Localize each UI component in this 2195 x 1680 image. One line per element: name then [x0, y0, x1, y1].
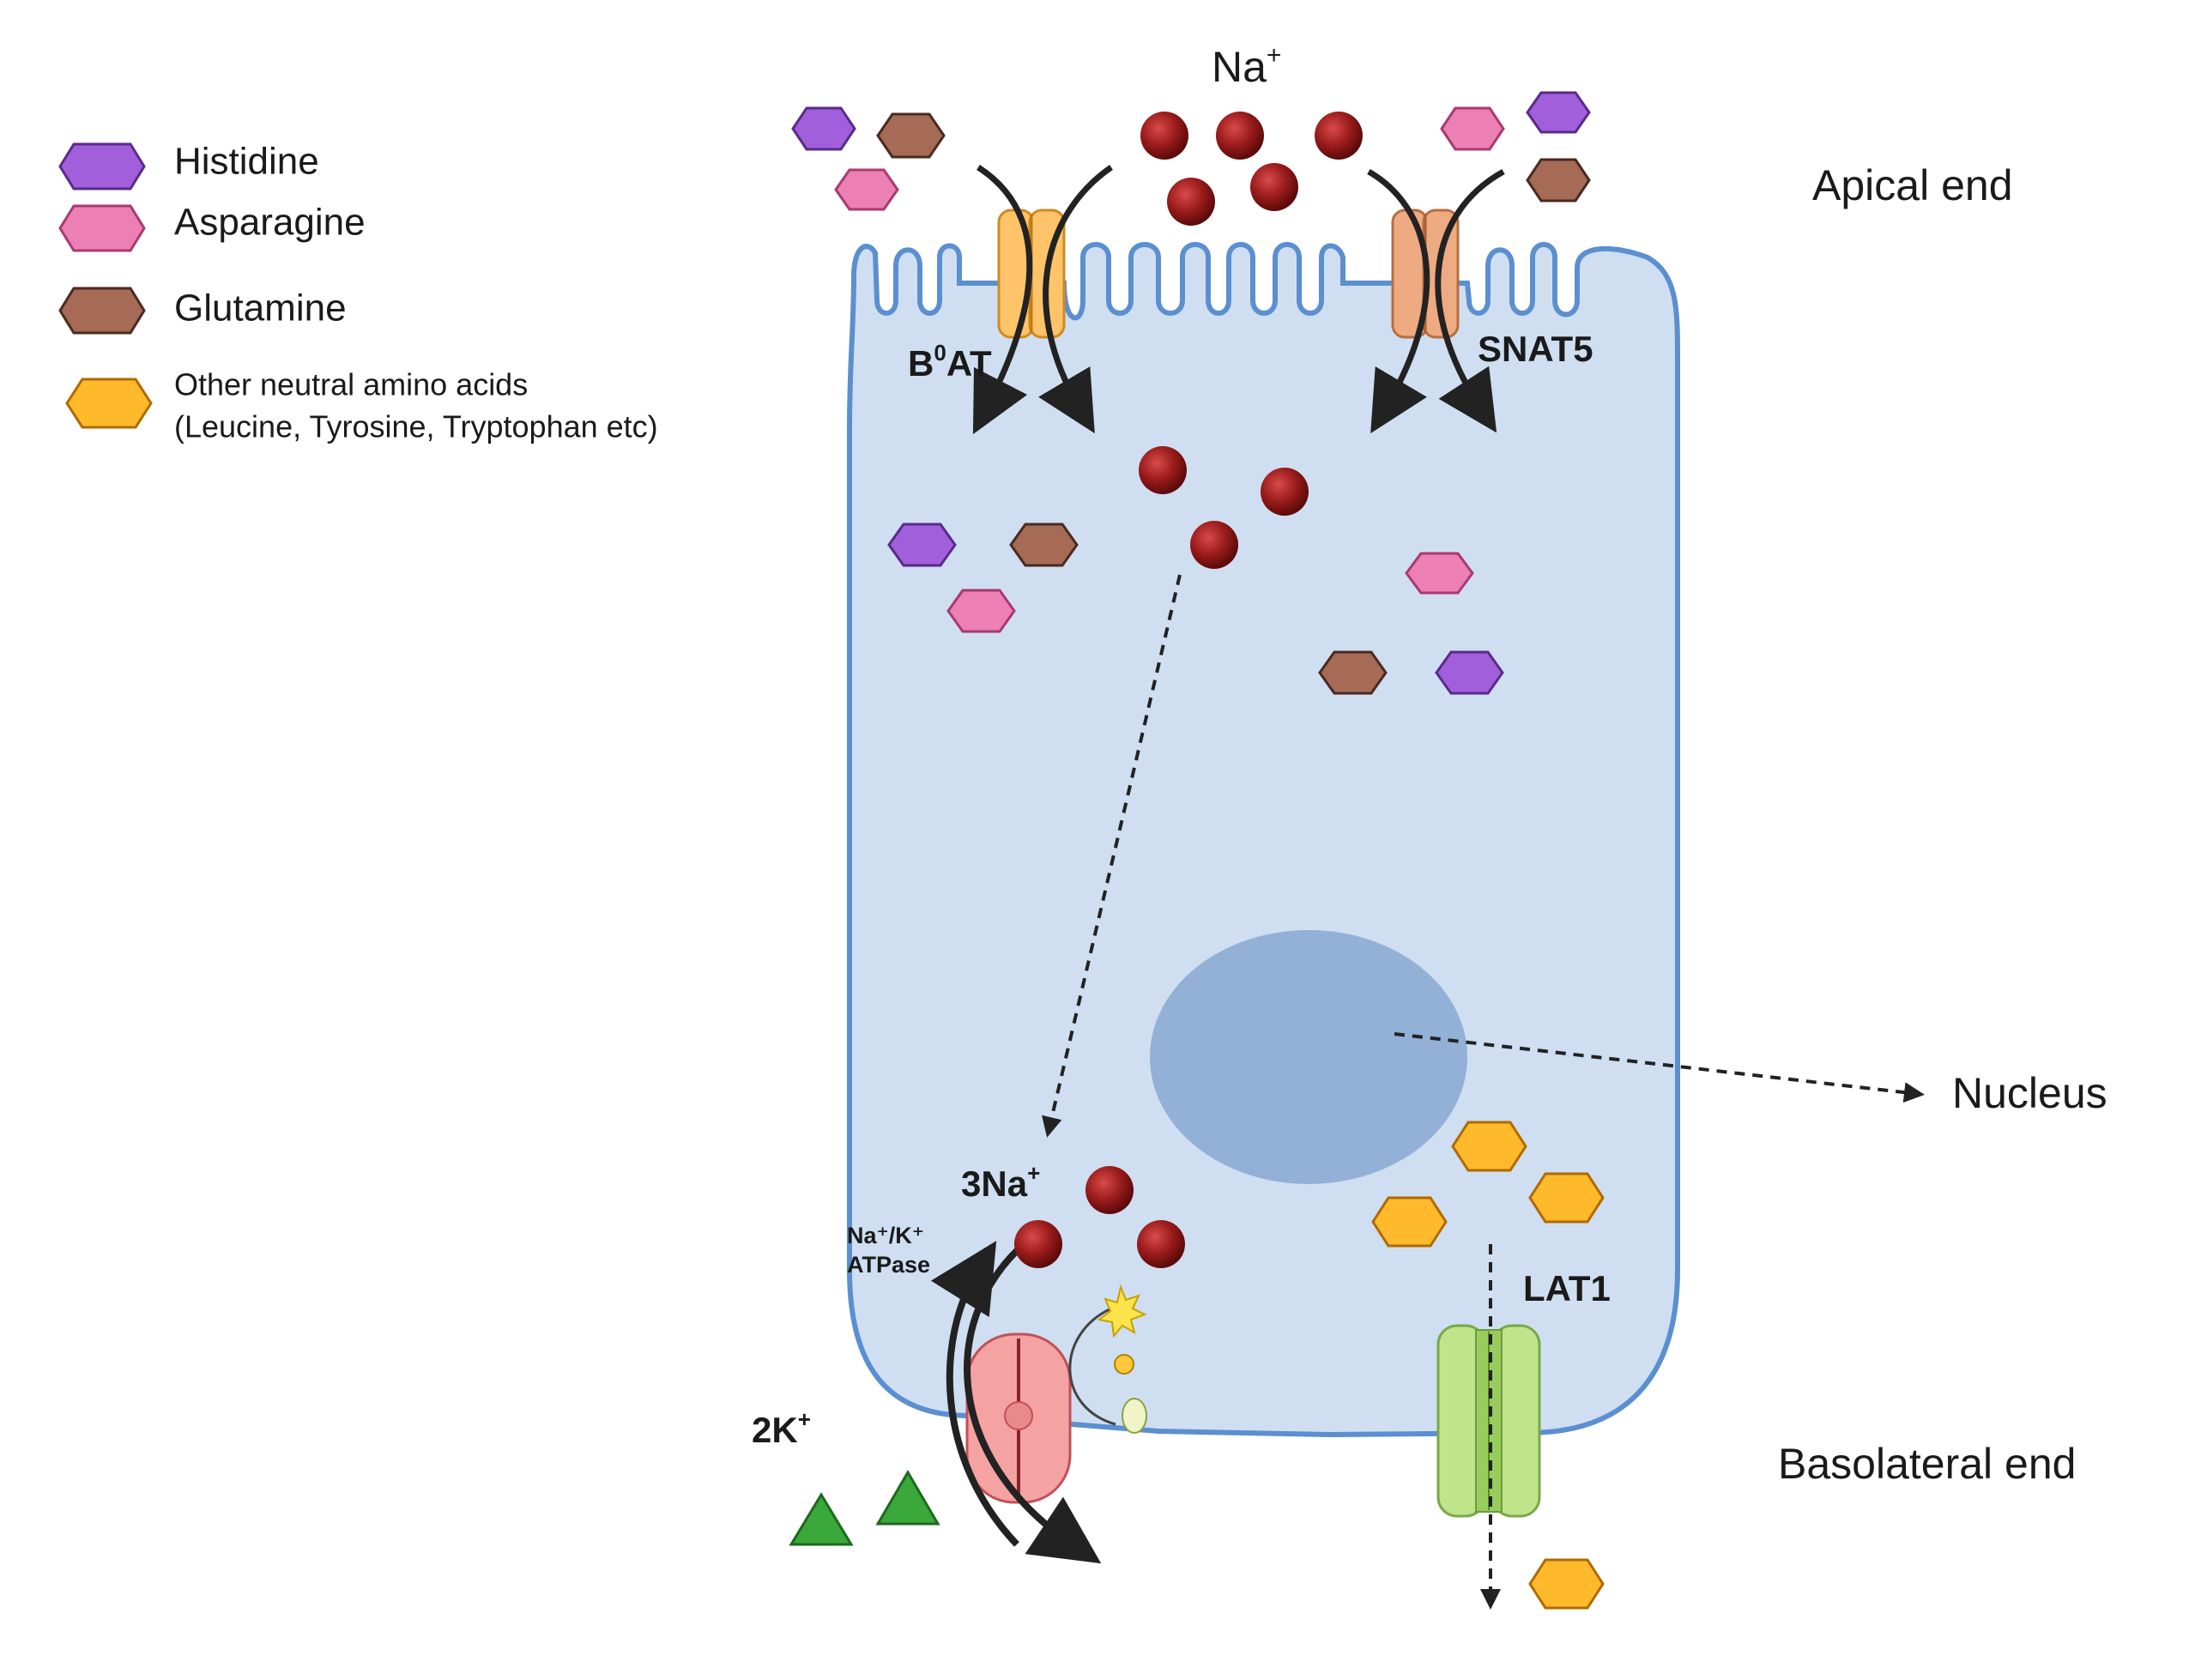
- other-neutral-molecule: [1451, 1121, 1527, 1172]
- legend-label-histidine: Histidine: [174, 141, 319, 183]
- atpase-arrows: [930, 1232, 1102, 1564]
- amino-acids-extracellular-left: [791, 106, 946, 211]
- sodium-ion: [1216, 112, 1264, 160]
- cell-membrane: [847, 242, 1680, 1438]
- sodium-extracellular-label: Na+: [1212, 41, 1281, 91]
- atp-burst-icon: [1097, 1284, 1147, 1339]
- legend-item-other-neutral: Other neutral amino acids (Leucine, Tyro…: [65, 367, 658, 444]
- atpase-label-line1: Na⁺/K⁺: [847, 1223, 924, 1248]
- apical-end-label: Apical end: [1812, 161, 2013, 209]
- sodium-ion: [1167, 178, 1215, 226]
- glutamine-molecule: [1318, 650, 1388, 695]
- glutamine-molecule: [1526, 158, 1591, 202]
- amino-acids-intracellular: [887, 523, 1605, 1248]
- asparagine-molecule: [1440, 106, 1505, 151]
- histidine-molecule: [1435, 650, 1504, 695]
- legend: Histidine Asparagine Glutamine Other neu…: [58, 141, 658, 444]
- histidine-molecule: [887, 523, 957, 567]
- sodium-ion: [1315, 112, 1363, 160]
- legend-label-glutamine: Glutamine: [174, 287, 347, 329]
- legend-item-histidine: Histidine: [58, 141, 319, 190]
- histidine-molecule: [791, 106, 856, 151]
- adp-icon: [1122, 1398, 1147, 1434]
- na-k-atpase-transporter: [965, 1333, 1072, 1504]
- b0at-label: B0AT: [908, 340, 992, 384]
- sodium-ions: [1014, 112, 1363, 1268]
- sodium-ion: [1085, 1166, 1134, 1214]
- asparagine-molecule: [1405, 552, 1474, 595]
- sodium-ion: [1140, 112, 1188, 160]
- other-neutral-molecule: [1528, 1172, 1605, 1224]
- lat1-transporter: [1436, 1324, 1541, 1518]
- legend-sublabel-other-neutral: (Leucine, Tyrosine, Tryptophan etc): [174, 409, 658, 444]
- glutamine-molecule: [1009, 523, 1079, 567]
- asparagine-molecule: [946, 589, 1016, 633]
- basolateral-end-label: Basolateral end: [1778, 1440, 2076, 1488]
- potassium-ion: [789, 1492, 854, 1546]
- snat5-label: SNAT5: [1478, 329, 1593, 369]
- b0at-arrows: [972, 165, 1113, 435]
- asparagine-molecule: [834, 168, 899, 211]
- nucleus-label: Nucleus: [1952, 1069, 2107, 1117]
- legend-item-glutamine: Glutamine: [58, 287, 347, 335]
- glutamine-molecule: [876, 112, 946, 159]
- potassium-ions: [789, 1470, 940, 1546]
- sodium-ion: [1014, 1220, 1062, 1268]
- histidine-hexagon-icon: [58, 142, 146, 190]
- legend-item-asparagine: Asparagine: [58, 202, 366, 252]
- sodium-ion: [1137, 1220, 1185, 1268]
- glutamine-hexagon-icon: [58, 287, 146, 335]
- lat1-label: LAT1: [1523, 1268, 1611, 1308]
- sodium-ion: [1261, 468, 1309, 516]
- other-neutral-molecule: [1371, 1196, 1448, 1248]
- sodium-ion: [1139, 446, 1187, 494]
- sodium-diffusion-arrow: [1041, 574, 1182, 1138]
- potassium-ion: [875, 1470, 940, 1526]
- other-neutral-molecule: [1528, 1558, 1605, 1610]
- snat5-arrows: [1367, 168, 1505, 434]
- asparagine-hexagon-icon: [58, 204, 146, 252]
- sodium-ion: [1250, 163, 1298, 211]
- nucleus-pointer-arrow: [1394, 1032, 1925, 1103]
- three-sodium-label: 3Na+: [961, 1160, 1040, 1204]
- atpase-energy-cycle: [1068, 1284, 1147, 1434]
- atpase-label-line2: ATPase: [847, 1252, 930, 1278]
- legend-label-other-neutral: Other neutral amino acids: [174, 367, 528, 402]
- phosphate-icon: [1114, 1354, 1134, 1375]
- two-potassium-label: 2K+: [752, 1406, 811, 1450]
- nucleus: [1150, 930, 1467, 1184]
- legend-label-asparagine: Asparagine: [174, 202, 366, 244]
- sodium-ion: [1190, 521, 1238, 569]
- histidine-molecule: [1526, 91, 1591, 134]
- other-neutral-hexagon-icon: [65, 378, 153, 429]
- amino-acids-extracellular-right: [1440, 91, 1591, 202]
